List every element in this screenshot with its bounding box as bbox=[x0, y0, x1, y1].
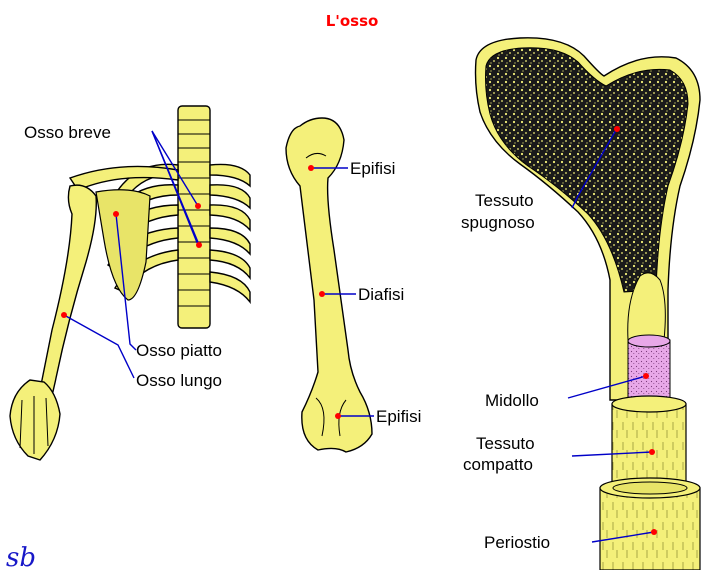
label-osso-lungo: Osso lungo bbox=[136, 371, 222, 390]
label-tessuto-spugnoso-1: Tessuto bbox=[475, 191, 534, 210]
compact-tissue bbox=[612, 404, 686, 488]
epifisi-top-marker bbox=[308, 165, 314, 171]
label-tessuto-compatto-2: compatto bbox=[463, 455, 533, 474]
periosteum bbox=[600, 488, 700, 570]
osso-breve-marker-1 bbox=[195, 203, 201, 209]
label-epifisi-top: Epifisi bbox=[350, 159, 395, 178]
femur-section-illustration bbox=[476, 38, 701, 570]
label-periostio: Periostio bbox=[484, 533, 550, 552]
label-diafisi: Diafisi bbox=[358, 285, 404, 304]
midollo-marker bbox=[643, 373, 649, 379]
label-osso-breve: Osso breve bbox=[24, 123, 111, 142]
label-tessuto-compatto-1: Tessuto bbox=[476, 434, 535, 453]
label-epifisi-bottom: Epifisi bbox=[376, 407, 421, 426]
hand-bones bbox=[10, 380, 60, 460]
osso-piatto-marker bbox=[113, 211, 119, 217]
diafisi-marker bbox=[319, 291, 325, 297]
epifisi-bottom-marker bbox=[335, 413, 341, 419]
spugnoso-marker bbox=[614, 126, 620, 132]
spongy-tissue bbox=[486, 48, 689, 292]
label-midollo: Midollo bbox=[485, 391, 539, 410]
label-osso-piatto: Osso piatto bbox=[136, 341, 222, 360]
label-tessuto-spugnoso-2: spugnoso bbox=[461, 213, 535, 232]
osso-breve-marker-2 bbox=[196, 242, 202, 248]
periostio-marker bbox=[651, 529, 657, 535]
page-title: L'osso bbox=[326, 12, 379, 30]
skeleton-illustration bbox=[10, 106, 250, 460]
compatto-marker bbox=[649, 449, 655, 455]
marrow bbox=[628, 340, 670, 404]
signature: sb bbox=[6, 543, 36, 570]
osso-lungo-marker bbox=[61, 312, 67, 318]
spine bbox=[178, 106, 210, 328]
